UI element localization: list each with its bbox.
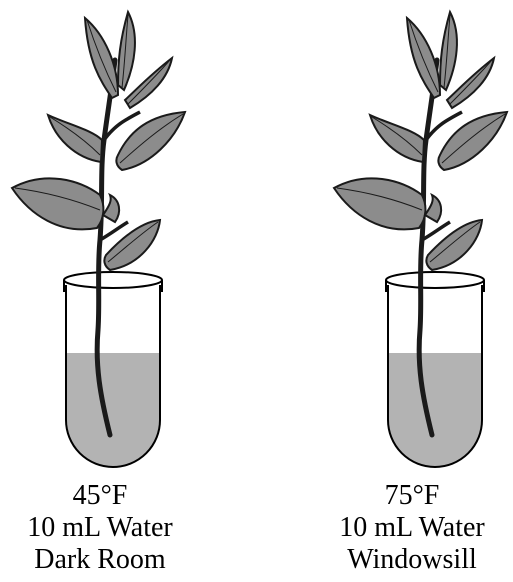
water-level xyxy=(388,353,482,467)
location-label: Windowsill xyxy=(312,544,512,576)
leaf xyxy=(103,195,119,222)
leaf xyxy=(48,115,102,162)
tube-rim xyxy=(64,272,162,288)
leaf xyxy=(440,12,457,90)
leaf xyxy=(334,178,425,229)
plant-in-test-tube-illustration xyxy=(312,0,512,480)
plant-in-test-tube-illustration xyxy=(0,0,200,480)
volume-label: 10 mL Water xyxy=(312,512,512,544)
leaf xyxy=(104,220,160,270)
caption: 45°F 10 mL Water Dark Room xyxy=(0,480,200,576)
leaf xyxy=(118,12,135,90)
temperature-label: 75°F xyxy=(312,480,512,512)
leaf xyxy=(425,195,441,222)
tube-rim xyxy=(386,272,484,288)
caption: 75°F 10 mL Water Windowsill xyxy=(312,480,512,576)
leaf xyxy=(12,178,103,229)
water-level xyxy=(66,353,160,467)
setup-windowsill: 75°F 10 mL Water Windowsill xyxy=(312,0,512,582)
setup-dark-room: 45°F 10 mL Water Dark Room xyxy=(0,0,200,582)
leaf xyxy=(370,115,424,162)
leaf xyxy=(426,220,482,270)
temperature-label: 45°F xyxy=(0,480,200,512)
location-label: Dark Room xyxy=(0,544,200,576)
volume-label: 10 mL Water xyxy=(0,512,200,544)
test-tube xyxy=(64,272,162,467)
test-tube xyxy=(386,272,484,467)
